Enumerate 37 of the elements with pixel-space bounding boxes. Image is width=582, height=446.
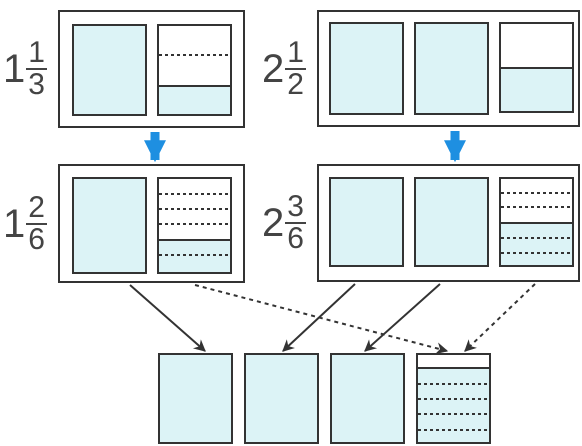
fraction-strip [158, 353, 233, 444]
arrow [364, 283, 441, 352]
fraction-strip [416, 353, 491, 444]
fraction-strip [329, 177, 404, 267]
whole-number: 2 [262, 48, 284, 88]
fraction-strip [499, 177, 574, 267]
arrow [464, 283, 536, 352]
fraction-frame [58, 10, 245, 128]
arrow [194, 284, 448, 354]
numerator: 3 [285, 192, 306, 224]
fraction-strip [499, 22, 574, 113]
fraction-strip [414, 22, 489, 115]
denominator: 6 [287, 224, 304, 254]
fraction-frame [317, 10, 580, 127]
fraction-strip [72, 24, 147, 116]
fraction-strip [157, 24, 232, 116]
fraction-strip [330, 353, 405, 444]
numerator: 1 [26, 38, 47, 70]
fraction-frame [58, 164, 245, 283]
arrow [444, 131, 466, 162]
arrow [282, 283, 356, 352]
numerator: 1 [285, 38, 306, 70]
whole-number: 1 [3, 49, 26, 89]
arrow [129, 284, 206, 352]
fraction-strip [157, 177, 232, 274]
fraction-strip [329, 22, 404, 115]
whole-number: 2 [262, 203, 284, 243]
fraction-frame [317, 164, 580, 282]
denominator: 3 [28, 70, 45, 100]
denominator: 2 [287, 70, 304, 100]
whole-number: 1 [3, 204, 26, 244]
numerator: 2 [26, 192, 47, 224]
fraction-strip [244, 353, 319, 444]
fraction-strip [414, 177, 489, 267]
fraction-strip [72, 177, 147, 274]
arrow [144, 132, 166, 162]
denominator: 6 [28, 224, 45, 254]
